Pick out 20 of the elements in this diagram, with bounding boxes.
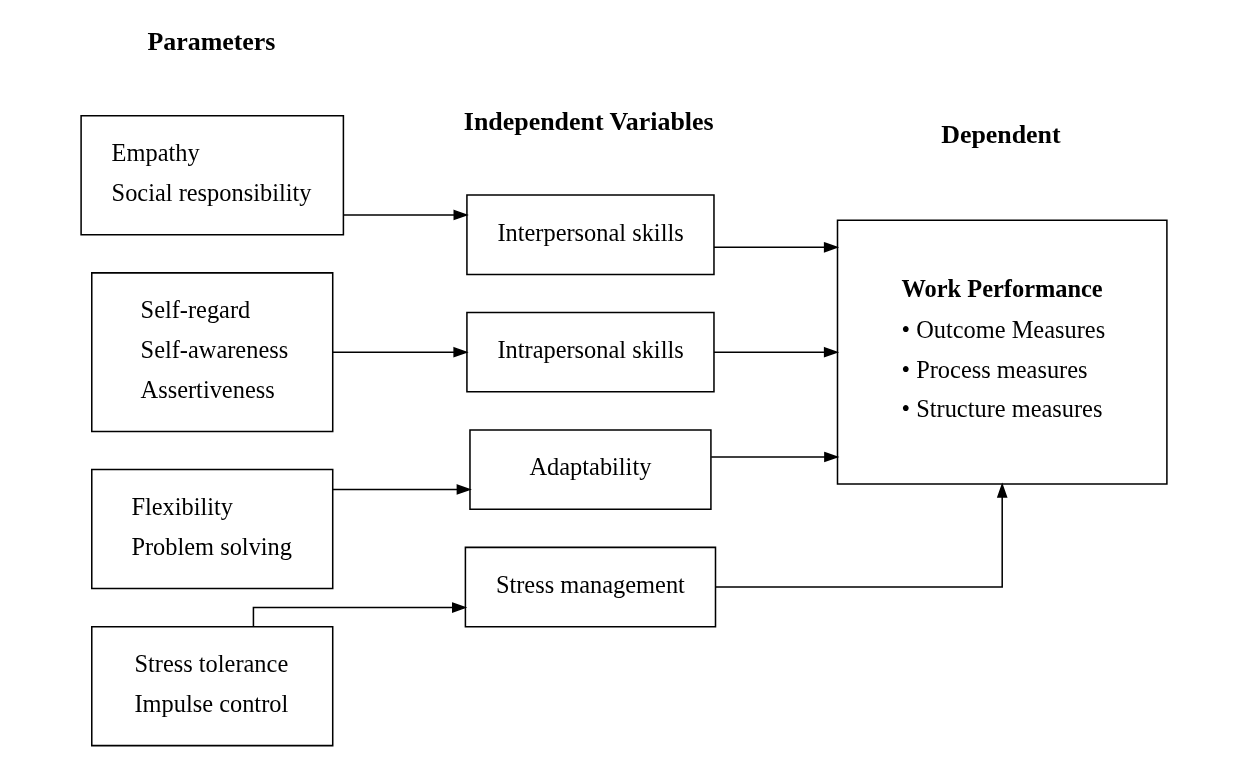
label: Parameters (146, 27, 275, 57)
arrow (714, 482, 1008, 588)
arrow (252, 602, 467, 628)
node-box: Stress management (464, 546, 716, 628)
arrow (331, 346, 469, 358)
node-box: Empathy Social responsibility (79, 115, 344, 236)
node-box: Interpersonal skills (465, 194, 715, 276)
arrow (712, 346, 839, 358)
node-box: Adaptability (468, 429, 712, 510)
node-box: Stress tolerance Impulse control (90, 625, 333, 747)
node-box: Work Performance • Outcome Measures • Process measures • Structure measures (836, 219, 1168, 485)
arrow (342, 209, 469, 221)
arrow (331, 484, 472, 495)
node-box: Intrapersonal skills (465, 311, 715, 393)
node-box: Self-regard Self-awareness Assertiveness (90, 272, 333, 433)
node-box: Flexibility Problem solving (90, 468, 333, 590)
arrow (712, 242, 839, 253)
arrow (709, 451, 839, 463)
label: Independent Variables (463, 106, 714, 136)
label: Dependent (940, 120, 1061, 150)
